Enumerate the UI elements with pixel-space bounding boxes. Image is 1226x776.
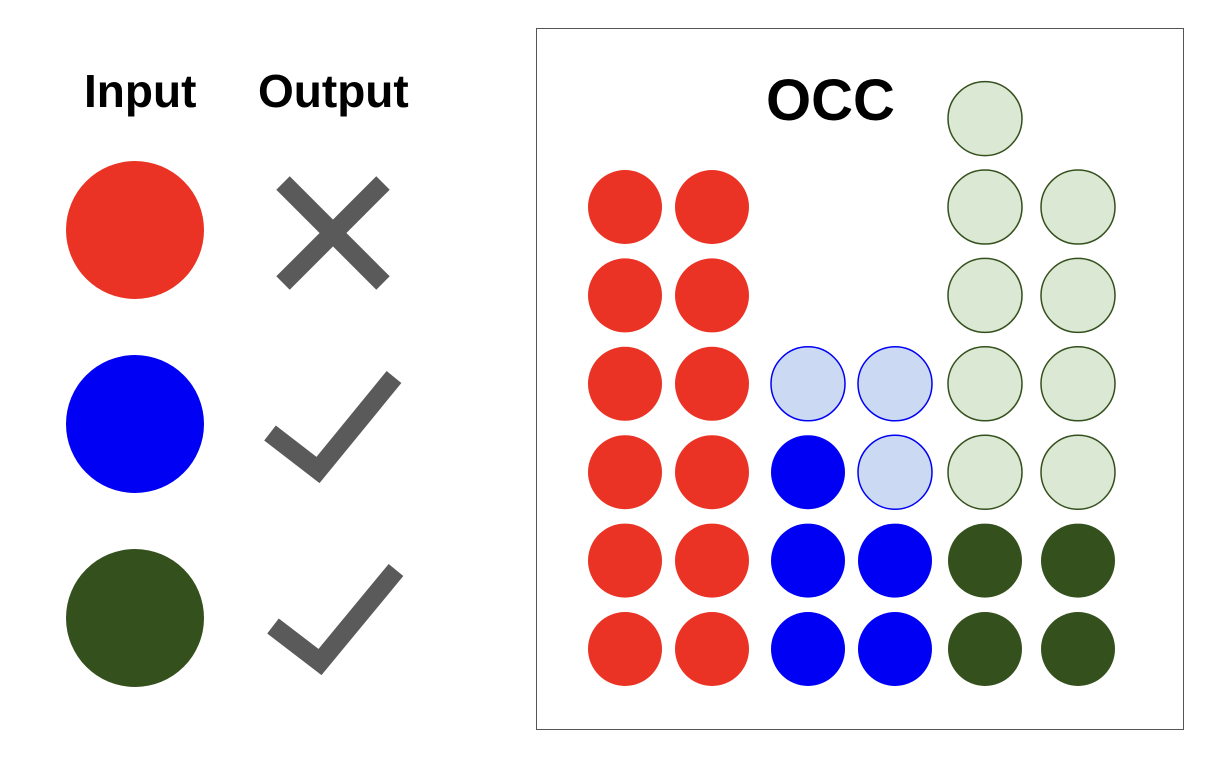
occ-circle-green-faded bbox=[947, 80, 1023, 157]
occ-circle-green-faded bbox=[947, 169, 1023, 245]
occ-circle-blue-faded bbox=[857, 346, 933, 422]
occ-circle-green-filled bbox=[948, 523, 1022, 598]
occ-circle-blue-faded bbox=[770, 346, 846, 422]
occ-circle-red-filled bbox=[588, 523, 662, 598]
occ-circle-green-faded bbox=[1040, 257, 1116, 334]
occ-circle-green-filled bbox=[1041, 612, 1115, 686]
occ-circle-red-filled bbox=[675, 346, 749, 421]
occ-circle-red-filled bbox=[588, 346, 662, 421]
occ-circle-green-filled bbox=[948, 612, 1022, 686]
occ-circle-blue-filled bbox=[771, 523, 845, 598]
input-circle-red bbox=[66, 161, 204, 299]
occ-circle-red-filled bbox=[675, 258, 749, 333]
occ-circle-green-faded bbox=[947, 434, 1023, 510]
occ-circle-red-filled bbox=[588, 170, 662, 244]
occ-circle-green-faded bbox=[947, 257, 1023, 334]
input-header: Input bbox=[84, 65, 197, 117]
input-circle-green bbox=[66, 549, 204, 687]
check-icon bbox=[264, 370, 402, 484]
cross-icon bbox=[276, 176, 390, 290]
occ-circle-green-faded bbox=[1040, 434, 1116, 510]
occ-circle-red-filled bbox=[675, 523, 749, 598]
occ-circle-blue-filled bbox=[771, 435, 845, 510]
occ-circle-blue-filled bbox=[858, 523, 932, 598]
occ-circle-green-faded bbox=[1040, 169, 1116, 245]
input-circle-blue bbox=[66, 355, 204, 493]
occ-title: OCC bbox=[766, 68, 895, 133]
occ-circle-red-filled bbox=[588, 258, 662, 333]
check-icon bbox=[267, 563, 404, 676]
occ-circle-blue-faded bbox=[857, 434, 933, 510]
output-header: Output bbox=[258, 65, 409, 117]
occ-circle-red-filled bbox=[675, 435, 749, 510]
occ-circle-red-filled bbox=[588, 435, 662, 510]
occ-panel bbox=[536, 28, 1184, 730]
occ-circle-red-filled bbox=[675, 170, 749, 244]
occ-circle-green-faded bbox=[1040, 346, 1116, 422]
occ-circle-green-filled bbox=[1041, 523, 1115, 598]
occ-circle-blue-filled bbox=[771, 612, 845, 686]
occ-circle-green-faded bbox=[947, 346, 1023, 422]
occ-circle-blue-filled bbox=[858, 612, 932, 686]
occ-circle-red-filled bbox=[588, 612, 662, 686]
occ-circle-red-filled bbox=[675, 612, 749, 686]
